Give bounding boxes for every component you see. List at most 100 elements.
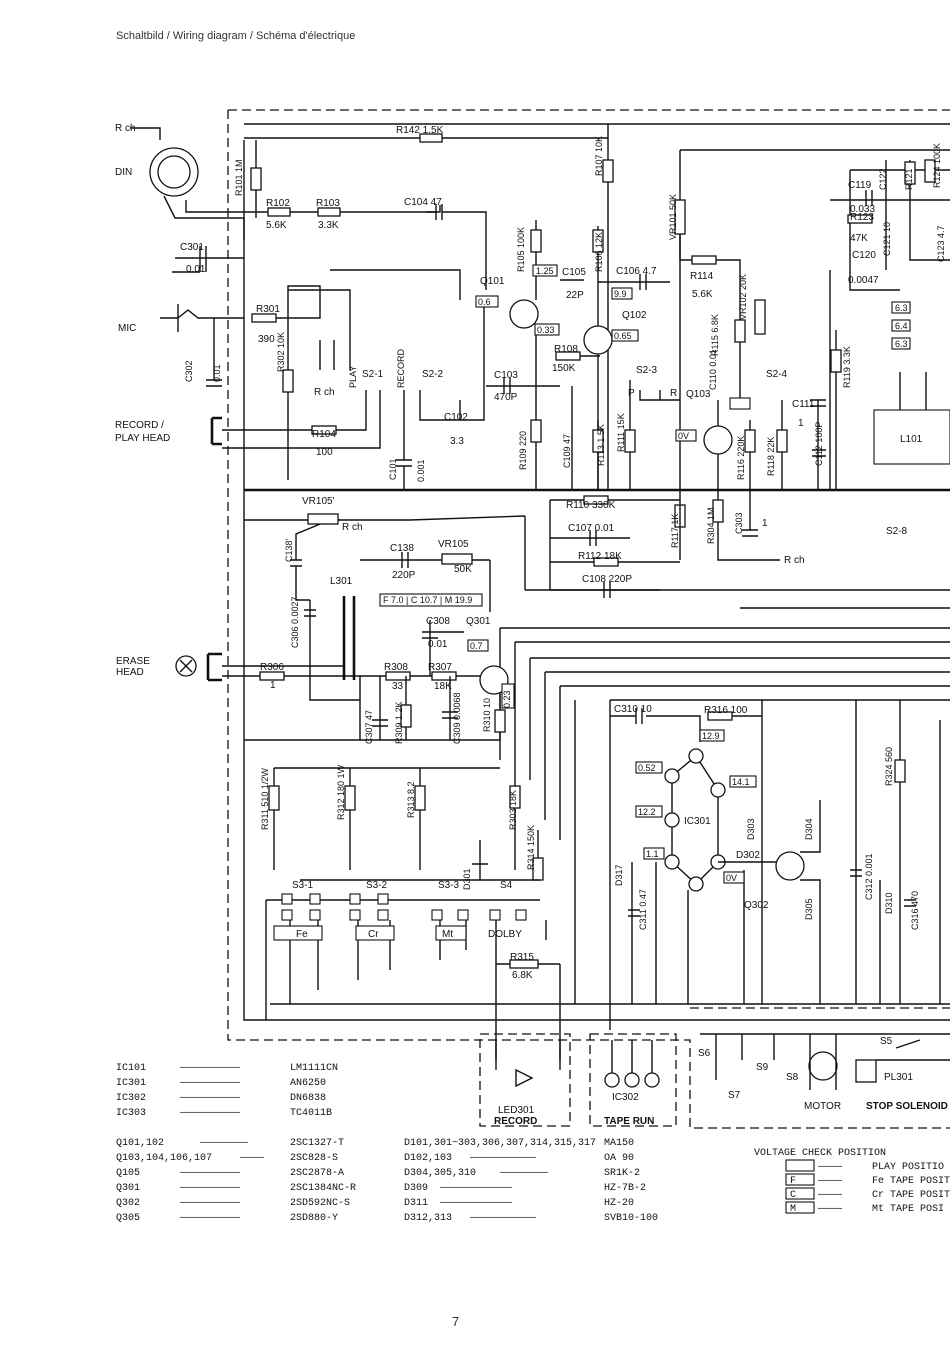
svg-text:S5: S5 <box>880 1036 893 1047</box>
svg-text:————: ———— <box>817 1190 843 1201</box>
terminal-labels: R ch DIN MIC RECORD / PLAY HEAD ERASE HE… <box>115 123 948 1127</box>
l301-coil <box>342 596 356 680</box>
svg-text:C108 220P: C108 220P <box>582 574 632 585</box>
svg-text:0.0047: 0.0047 <box>848 275 879 286</box>
svg-text:390: 390 <box>258 334 275 345</box>
svg-text:R ch: R ch <box>342 522 363 533</box>
svg-text:R110 330K: R110 330K <box>566 500 616 511</box>
svg-text:IC301: IC301 <box>684 816 711 827</box>
svg-text:R124 100K: R124 100K <box>932 143 942 188</box>
svg-text:D305: D305 <box>804 898 814 920</box>
svg-text:R307: R307 <box>428 662 452 673</box>
svg-text:S3-2: S3-2 <box>366 880 388 891</box>
svg-text:0.01: 0.01 <box>186 264 206 275</box>
svg-text:R ch: R ch <box>314 387 335 398</box>
svg-text:R112 18K: R112 18K <box>578 551 622 562</box>
svg-text:C122: C122 <box>878 168 888 190</box>
svg-text:C307 47: C307 47 <box>364 710 374 744</box>
svg-text:Fe: Fe <box>296 929 308 940</box>
svg-text:R: R <box>670 388 677 399</box>
svg-text:0.65: 0.65 <box>614 331 632 341</box>
ic-part-1: AN6250 <box>290 1078 326 1089</box>
motor-label: MOTOR <box>804 1101 841 1112</box>
r124-resistor <box>924 159 936 183</box>
svg-text:1.1: 1.1 <box>646 849 659 859</box>
svg-text:C110 0.01: C110 0.01 <box>708 349 718 390</box>
svg-text:R ch: R ch <box>784 555 805 566</box>
rec-play-label-2: PLAY HEAD <box>115 433 170 444</box>
board-boundary <box>227 109 950 1129</box>
r121-resistor <box>904 161 916 185</box>
svg-text:R304 1M: R304 1M <box>706 507 716 544</box>
svg-text:L101: L101 <box>900 434 923 445</box>
led301-box <box>479 1033 571 1127</box>
erase-head <box>206 652 222 682</box>
r113-resistor <box>592 429 604 453</box>
svg-text:5.6K: 5.6K <box>692 289 713 300</box>
svg-text:R315: R315 <box>510 952 534 963</box>
svg-text:R309 1.2K: R309 1.2K <box>394 701 404 744</box>
svg-text:——————————: —————————— <box>179 1183 241 1194</box>
svg-text:————: ———— <box>817 1162 843 1173</box>
q-part-1: 2SC828-S <box>290 1153 338 1164</box>
svg-text:R114: R114 <box>690 271 714 282</box>
svg-text:Q103: Q103 <box>686 389 711 400</box>
svg-text:Q102: Q102 <box>622 310 647 321</box>
svg-text:IC302: IC302 <box>612 1092 639 1103</box>
svg-text:R308: R308 <box>384 662 408 673</box>
svg-text:S7: S7 <box>728 1090 741 1101</box>
din-label: DIN <box>115 167 132 178</box>
svg-text:C101: C101 <box>388 458 398 480</box>
r102-resistor <box>267 207 291 217</box>
r303-resistor <box>509 785 521 809</box>
r315-resistor <box>509 959 539 969</box>
ic-part-3: TC4011B <box>290 1108 332 1119</box>
svg-text:S4: S4 <box>500 880 513 891</box>
vc-key-3: M <box>790 1204 796 1215</box>
svg-text:0.01: 0.01 <box>212 364 222 382</box>
svg-text:R103: R103 <box>316 198 340 209</box>
svg-text:C301: C301 <box>180 242 204 253</box>
rch-label: R ch <box>115 123 136 134</box>
d-ref-4: D311 <box>404 1198 428 1209</box>
svg-text:12.9: 12.9 <box>702 731 720 741</box>
svg-text:DOLBY: DOLBY <box>488 929 522 940</box>
d-part-2: SR1K-2 <box>604 1168 640 1179</box>
svg-text:————: ———— <box>817 1176 843 1187</box>
svg-text:C138: C138 <box>390 543 414 554</box>
svg-text:6.3: 6.3 <box>895 303 908 313</box>
svg-text:————————: ———————— <box>199 1138 249 1149</box>
r107-resistor <box>602 159 614 183</box>
svg-text:R123: R123 <box>850 212 874 223</box>
vr105-pot <box>441 553 473 565</box>
r116-resistor <box>744 429 756 453</box>
svg-text:D302: D302 <box>736 850 760 861</box>
svg-text:0.7: 0.7 <box>470 641 483 651</box>
svg-text:R121: R121 <box>904 168 914 190</box>
svg-text:5.6K: 5.6K <box>266 220 287 231</box>
r324-resistor <box>894 759 906 783</box>
svg-text:F 7.0 | C 10.7 | M 19.9: F 7.0 | C 10.7 | M 19.9 <box>383 595 472 605</box>
svg-text:C121 10: C121 10 <box>882 222 892 256</box>
svg-text:R101 1M: R101 1M <box>234 159 244 196</box>
svg-text:6.3: 6.3 <box>895 339 908 349</box>
r309-resistor <box>400 704 412 728</box>
svg-text:————————————: ———————————— <box>439 1198 513 1209</box>
r104-resistor <box>311 425 337 435</box>
svg-text:R316 100: R316 100 <box>704 705 748 716</box>
rec-play-label-1: RECORD / <box>115 420 164 431</box>
ic-part-2: DN6838 <box>290 1093 326 1104</box>
switch-bank-s3-s4 <box>273 893 527 941</box>
svg-text:R106 12K: R106 12K <box>594 232 604 272</box>
svg-text:R142 1.5K: R142 1.5K <box>396 125 444 136</box>
parts-legend: IC101 —————————— LM1111CN IC301 ————————… <box>116 1063 658 1224</box>
r308-resistor <box>385 671 411 681</box>
page-number: 7 <box>452 1314 460 1329</box>
svg-text:C107 0.01: C107 0.01 <box>568 523 615 534</box>
r312-resistor <box>344 785 356 811</box>
d-part-4: HZ-20 <box>604 1198 634 1209</box>
stop-solenoid-label: STOP SOLENOID <box>866 1101 948 1112</box>
svg-text:Cr: Cr <box>368 929 379 940</box>
svg-text:14.1: 14.1 <box>732 777 750 787</box>
svg-text:18K: 18K <box>434 681 452 692</box>
